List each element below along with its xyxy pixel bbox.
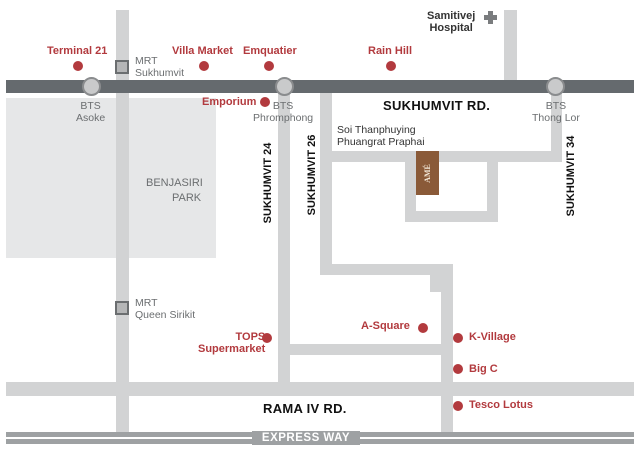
mrt-sukhumvit-icon[interactable] [115,60,129,74]
mrt-queen-sirikit-line1: MRT [135,297,158,309]
mrt-sukhumvit-line2: Sukhumvit [135,67,185,79]
road-hotel-loop-left [405,151,416,222]
bts-thonglor-line1: BTS [545,100,567,112]
sukhumvit-34-label: SUKHUMVIT 34 [565,135,577,217]
road-tops-horizontal [278,344,453,355]
emquatier-label: Emquatier [243,45,297,57]
road-rama-iv [6,382,634,396]
bts-asoke-icon[interactable] [82,77,101,96]
villa-market-marker[interactable] [199,61,209,71]
park-label-line1: BENJASIRI [146,177,203,189]
k-village-label: K-Village [469,331,516,343]
soi-thanphuying-line2: Phuangrat Praphai [337,136,425,148]
road-hotel-loop-horizontal [405,211,498,222]
park-label-line2: PARK [172,192,202,204]
road-soi-thanphuying [330,151,562,162]
rama-iv-road-label: RAMA IV RD. [263,401,347,416]
sukhumvit-26-label: SUKHUMVIT 26 [306,134,318,216]
bts-phromphong-line2: Phromphong [253,112,314,124]
terminal21-marker[interactable] [73,61,83,71]
bts-asoke-line2: Asoke [76,112,106,124]
mrt-sukhumvit-line1: MRT [135,55,158,67]
road-sukhumvit-24 [278,92,290,382]
road-hotel-loop-vertical [487,151,498,222]
mrt-queen-sirikit-line2: Queen Sirikit [135,309,196,321]
tops-line1: TOPS [235,331,266,343]
terminal21-label: Terminal 21 [47,45,108,57]
big-c-marker[interactable] [453,364,463,374]
road-k-village-vertical [441,275,453,435]
bts-thonglor-line2: Thong Lor [532,112,580,124]
road-sukhumvit-34 [551,92,562,162]
road-sukhumvit-26 [320,92,332,275]
road-samitivej-vertical [504,10,517,83]
benjasiri-park [6,98,216,258]
ame-hotel-logo[interactable]: AMÉ [416,151,439,195]
mrt-queen-sirikit-label: MRT Queen Sirikit [135,297,195,321]
hospital-cross-icon [484,11,497,24]
mrt-sukhumvit-label: MRT Sukhumvit [135,55,184,79]
bts-phromphong-icon[interactable] [275,77,294,96]
soi-thanphuying-label: Soi Thanphuying Phuangrat Praphai [337,124,425,148]
ame-logo-text: AMÉ [422,163,432,183]
soi-thanphuying-line1: Soi Thanphuying [337,124,416,136]
k-village-marker[interactable] [453,333,463,343]
villa-market-label: Villa Market [172,45,233,57]
rain-hill-marker[interactable] [386,61,396,71]
bts-asoke-label: BTS Asoke [76,100,105,124]
bts-thonglor-icon[interactable] [546,77,565,96]
tops-line2: Supermarket [198,343,266,355]
emporium-label: Emporium [202,96,257,108]
rain-hill-label: Rain Hill [368,45,413,57]
express-way-label: EXPRESS WAY [252,431,360,445]
tesco-lotus-marker[interactable] [453,401,463,411]
road-asoke-vertical [116,10,129,435]
a-square-marker[interactable] [418,323,428,333]
tesco-lotus-label: Tesco Lotus [469,399,533,411]
tops-marker[interactable] [262,333,272,343]
samitivej-hospital-label: Samitivej Hospital [427,10,475,34]
samitivej-line1: Samitivej [427,10,476,22]
bts-phromphong-line1: BTS [272,100,294,112]
mrt-queen-sirikit-icon[interactable] [115,301,129,315]
emporium-marker[interactable] [260,97,270,107]
samitivej-line2: Hospital [429,22,473,34]
bts-thonglor-label: BTS Thong Lor [532,100,580,124]
road-sukhumvit-main [6,80,634,93]
road-soi-26-stub [430,270,441,292]
big-c-label: Big C [469,363,498,375]
tops-label: TOPS Supermarket [198,331,265,355]
bts-phromphong-label: BTS Phromphong [253,100,313,124]
a-square-label: A-Square [361,320,410,332]
sukhumvit-road-label: SUKHUMVIT RD. [383,98,491,113]
sukhumvit-24-label: SUKHUMVIT 24 [262,142,274,224]
road-soi-26-horizontal [320,264,453,275]
bts-asoke-line1: BTS [80,100,101,112]
emquatier-marker[interactable] [264,61,274,71]
benjasiri-park-label: BENJASIRI PARK [132,177,203,204]
